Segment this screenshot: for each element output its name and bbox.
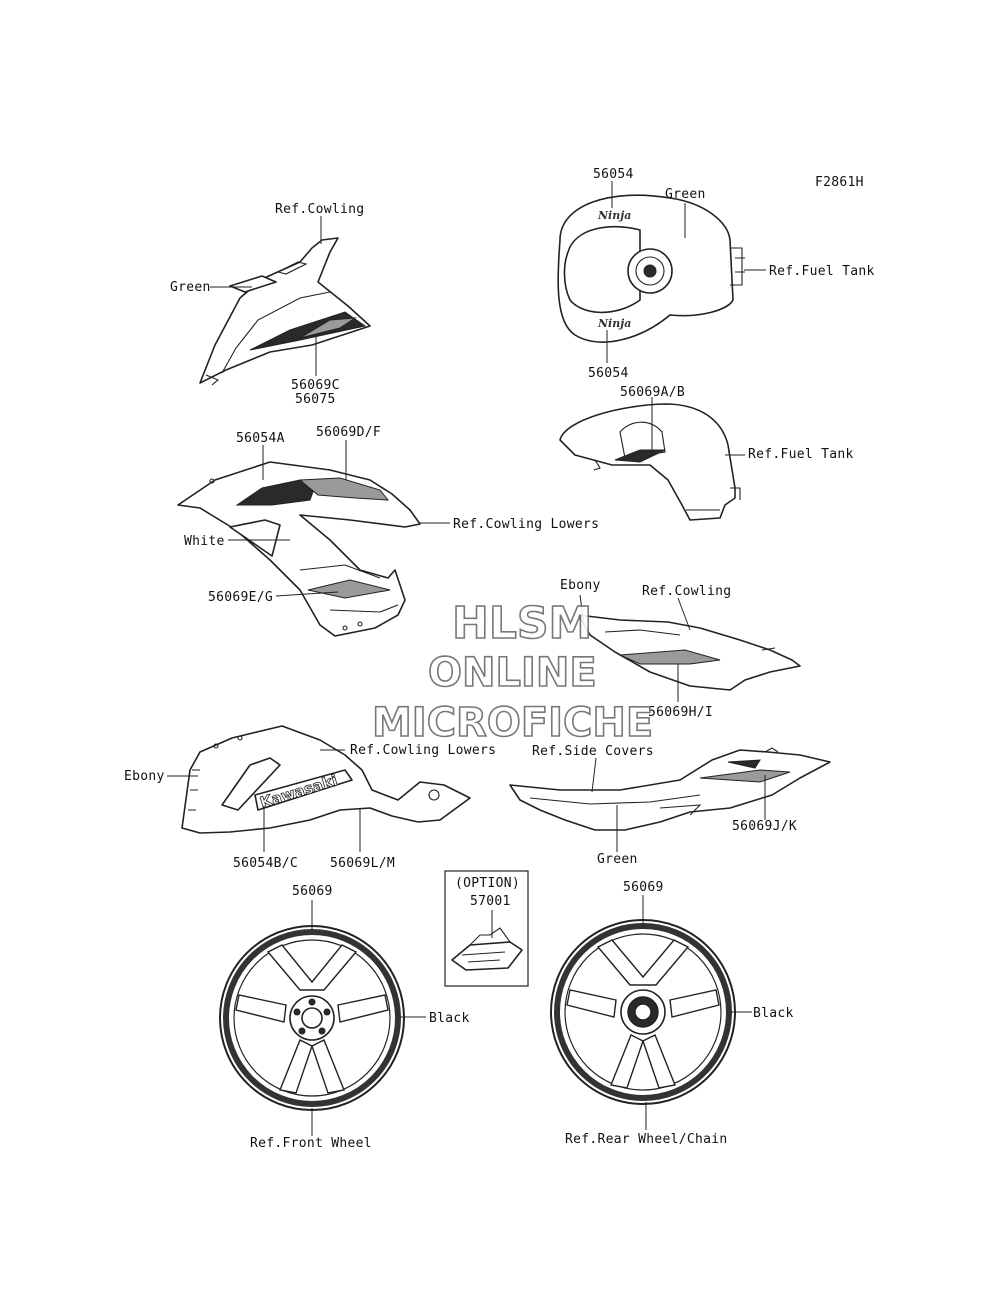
option-box [444, 870, 529, 987]
fuel-tank-side-drawing [559, 403, 741, 521]
label-option-part: 57001 [470, 894, 511, 909]
tank-logo-upper: Ninja [597, 209, 631, 222]
watermark-line-2: ONLINE [428, 650, 597, 696]
label-tank-top-ref: Ref.Fuel Tank [769, 264, 875, 279]
label-lower-cowl-ref: Ref.Cowling Lowers [350, 743, 496, 758]
front-wheel-drawing [219, 925, 405, 1111]
label-rear-wheel-part: 56069 [623, 880, 664, 895]
label-rear-cowl-ref: Ref.Cowling [642, 584, 731, 599]
side-cover-drawing [509, 747, 831, 831]
leader-line [275, 591, 339, 597]
label-lower-cowl-part-a: 56054B/C [233, 856, 298, 871]
label-front-wheel-part: 56069 [292, 884, 333, 899]
label-side-cowl-part-a: 56054A [236, 431, 285, 446]
rear-wheel-drawing [550, 919, 736, 1105]
leader-line [677, 597, 691, 631]
label-front-wheel-ref: Ref.Front Wheel [250, 1136, 372, 1151]
label-top-cowl-part-a: 56069C [291, 378, 340, 393]
label-tank-side-ref: Ref.Fuel Tank [748, 447, 854, 462]
label-side-cowl-part-c: 56069E/G [208, 590, 273, 605]
side-cowl-drawing [177, 461, 421, 637]
label-side-cowl-ref: Ref.Cowling Lowers [453, 517, 599, 532]
leader-line [591, 757, 597, 793]
label-top-cowl-color: Green [170, 280, 211, 295]
upper-cowl-drawing [199, 237, 371, 386]
lower-cowl-drawing: Kawasaki [181, 725, 471, 834]
rear-cowl-drawing [577, 614, 801, 691]
label-rear-wheel-ref: Ref.Rear Wheel/Chain [565, 1132, 728, 1147]
label-lower-cowl-color: Ebony [124, 769, 165, 784]
label-side-cowl-part-b: 56069D/F [316, 425, 381, 440]
label-front-wheel-color: Black [429, 1011, 470, 1026]
label-top-cowl-ref: Ref.Cowling [275, 202, 364, 217]
label-side-cowl-color: White [184, 534, 225, 549]
label-side-cover-color: Green [597, 852, 638, 867]
leader-line [579, 594, 585, 626]
label-rear-cowl-color: Ebony [560, 578, 601, 593]
label-rear-cowl-part: 56069H/I [648, 705, 713, 720]
label-option-title: (OPTION) [455, 876, 520, 891]
label-tank-side-part: 56069A/B [620, 385, 685, 400]
label-tank-top-part-upper: 56054 [593, 167, 634, 182]
label-tank-top-part-lower: 56054 [588, 366, 629, 381]
label-tank-top-color: Green [665, 187, 706, 202]
watermark-line-1: HLSM [452, 598, 592, 649]
tank-logo-lower: Ninja [597, 317, 631, 330]
figure-code: F2861H [815, 175, 864, 190]
label-side-cover-ref: Ref.Side Covers [532, 744, 654, 759]
watermark-line-3: MICROFICHE [372, 700, 653, 746]
fuel-tank-top-drawing: Ninja Ninja [557, 194, 745, 343]
label-rear-wheel-color: Black [753, 1006, 794, 1021]
watermark: HLSM ONLINE MICROFICHE [371, 597, 654, 747]
label-top-cowl-part-b: 56075 [295, 392, 336, 407]
label-lower-cowl-part-b: 56069L/M [330, 856, 395, 871]
label-side-cover-part: 56069J/K [732, 819, 797, 834]
